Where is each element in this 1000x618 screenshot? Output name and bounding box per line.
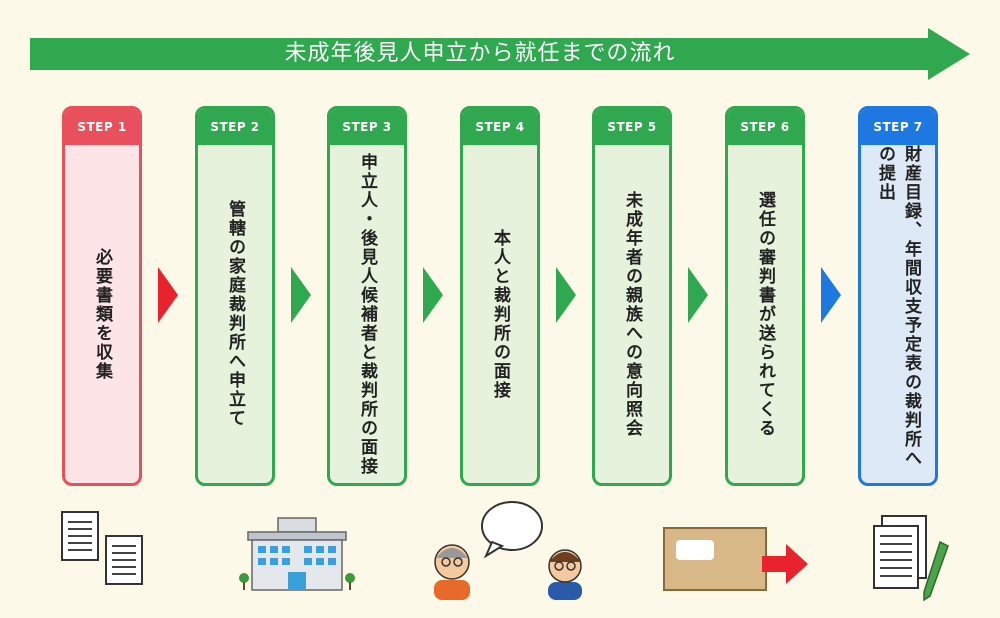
step-card-2: STEP 2 管轄の家庭裁判所へ申立て — [195, 106, 275, 486]
step-text: 必要書類を収集 — [92, 247, 112, 381]
step-label: STEP 4 — [463, 109, 537, 145]
step-text: 申立人・後見人候補者と裁判所の面接 — [357, 152, 377, 476]
step-card-3: STEP 3 申立人・後見人候補者と裁判所の面接 — [327, 106, 407, 486]
step-text: 未成年者の親族への意向照会 — [622, 190, 642, 438]
step-arrow-4 — [556, 267, 576, 323]
step-arrow-6 — [821, 267, 841, 323]
step-arrow-1 — [158, 267, 178, 323]
step-text: 管轄の家庭裁判所へ申立て — [225, 200, 245, 428]
step-arrow-5 — [688, 267, 708, 323]
courthouse-icon — [239, 517, 355, 591]
step-label: STEP 7 — [861, 109, 935, 145]
step-arrow-3 — [423, 267, 443, 323]
step-label: STEP 6 — [728, 109, 802, 145]
step-text: 財産目録、年間収支予定表の裁判所への提出 — [875, 145, 921, 468]
step-card-1: STEP 1 必要書類を収集 — [62, 106, 142, 486]
step-label: STEP 1 — [65, 109, 139, 145]
step-arrow-2 — [291, 267, 311, 323]
documents-icon — [61, 511, 143, 585]
mail-envelope-icon — [663, 527, 808, 591]
documents-pen-icon — [873, 515, 949, 602]
step-text: 選任の審判書が送られてくる — [755, 190, 775, 438]
step-card-7: STEP 7 財産目録、年間収支予定表の裁判所への提出 — [858, 106, 938, 486]
title-banner: 未成年後見人申立から就任までの流れ — [30, 28, 970, 80]
step-label: STEP 3 — [330, 109, 404, 145]
step-card-6: STEP 6 選任の審判書が送られてくる — [725, 106, 805, 486]
banner-arrow-shape — [30, 28, 970, 80]
step-card-4: STEP 4 本人と裁判所の面接 — [460, 106, 540, 486]
page-title: 未成年後見人申立から就任までの流れ — [284, 41, 676, 66]
interview-icon — [434, 501, 582, 600]
step-label: STEP 2 — [198, 109, 272, 145]
step-label: STEP 5 — [595, 109, 669, 145]
step-card-5: STEP 5 未成年者の親族への意向照会 — [592, 106, 672, 486]
step-text: 本人と裁判所の面接 — [490, 228, 510, 400]
